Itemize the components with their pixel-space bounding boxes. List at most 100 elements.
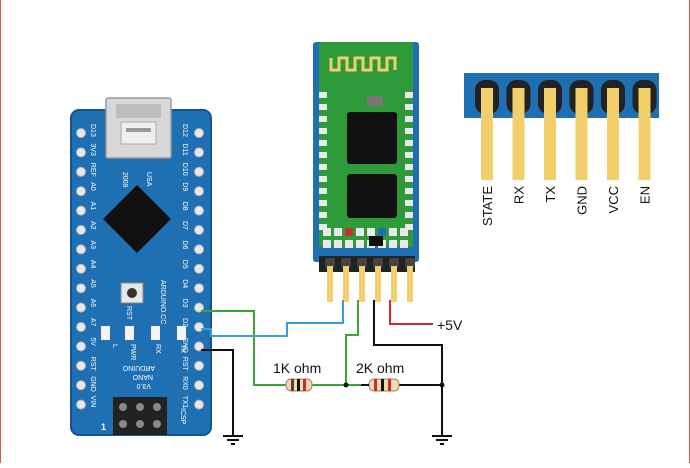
smd-component xyxy=(367,228,375,236)
side-pad xyxy=(319,188,327,194)
arduino-pin-label: 5V xyxy=(89,337,96,346)
arduino-pin-label: D3 xyxy=(181,299,188,308)
arduino-pin-hole xyxy=(194,341,204,352)
side-pad xyxy=(319,212,327,218)
arduino-pin-hole xyxy=(194,360,204,371)
header-pin xyxy=(375,266,381,302)
arduino-pin-hole xyxy=(194,166,204,177)
arduino-pin-label: 3V3 xyxy=(89,143,96,156)
header-pin-base xyxy=(389,258,399,268)
supply-voltage-label: +5V xyxy=(437,317,463,333)
side-pad xyxy=(405,212,413,218)
flash-chip xyxy=(347,174,397,218)
pinout-pins xyxy=(475,80,657,180)
arduino-pin-label: D9 xyxy=(181,182,188,191)
arduino-pin-hole xyxy=(194,147,204,158)
pinout-pin-label: GND xyxy=(575,186,590,215)
board-name-line-2: NANO xyxy=(132,373,153,380)
arduino-pin-hole xyxy=(194,128,204,138)
wire-blue-d2-to-tx xyxy=(201,300,344,337)
arduino-pin-label: D4 xyxy=(181,279,188,288)
side-pad xyxy=(405,200,413,206)
arduino-pin-label: D6 xyxy=(181,240,188,249)
pinout-pin xyxy=(575,88,588,180)
pinout-pin xyxy=(512,88,525,180)
arduino-pin-hole xyxy=(76,283,86,294)
header-pin-base xyxy=(373,258,383,268)
arduino-pin-label: GND xyxy=(89,376,96,392)
arduino-pin-label: RX0 xyxy=(181,376,188,390)
wire-black-hc05-gnd xyxy=(373,300,443,436)
arduino-pin-label: D8 xyxy=(181,202,188,211)
arduino-pin-hole xyxy=(194,186,204,197)
arduino-pin-label: VIN xyxy=(89,396,96,408)
arduino-pin-hole xyxy=(76,166,86,177)
junction-dot xyxy=(439,382,445,388)
rst-label: RST xyxy=(125,306,132,321)
arduino-pin-hole xyxy=(194,283,204,294)
arduino-pin-hole xyxy=(194,322,204,332)
arduino-pin-hole xyxy=(194,205,204,216)
side-pad xyxy=(319,116,327,122)
pinout-pin-label: EN xyxy=(638,186,653,204)
arduino-left-pin-holes xyxy=(76,128,86,410)
led-label-pwr: PWR xyxy=(129,344,136,360)
arduino-pin-label: D2 xyxy=(181,318,188,327)
usa-label: USA xyxy=(145,172,152,187)
header-pin-base xyxy=(357,258,367,268)
arduino-pin-hole xyxy=(76,302,86,313)
header-pin xyxy=(407,266,413,302)
hc05-smd-components xyxy=(323,228,408,248)
smd-component xyxy=(323,228,331,236)
smd-component xyxy=(400,228,408,236)
led-label-l: L xyxy=(111,344,118,348)
smd-component xyxy=(356,240,364,248)
board-name-line-3: V3.0 xyxy=(136,382,151,389)
pinout-pin-label: STATE xyxy=(480,186,495,226)
status-leds xyxy=(101,326,186,340)
arduino-pin-hole xyxy=(76,399,86,410)
arduino-pin-hole xyxy=(76,263,86,274)
arduino-pin-label: A0 xyxy=(89,182,96,191)
header-pin-base xyxy=(341,258,351,268)
arduino-pin-hole xyxy=(76,205,86,216)
board-name-line-1: ARDUINO xyxy=(122,364,155,371)
side-pad xyxy=(319,140,327,146)
side-pad xyxy=(405,152,413,158)
smd-component xyxy=(400,240,408,248)
pinout-pin xyxy=(481,88,493,180)
pinout-pin-label: VCC xyxy=(606,186,621,213)
arduino-pin-hole xyxy=(194,399,204,410)
side-pad xyxy=(319,200,327,206)
arduino-pin-label: D11 xyxy=(181,143,188,155)
hc05-side-pads xyxy=(319,92,413,230)
arduino-pin-label: GND xyxy=(181,337,188,353)
header-pin-base xyxy=(325,258,335,268)
wiring xyxy=(201,300,445,436)
wire-black-arduino-gnd xyxy=(201,349,234,436)
junction-dot xyxy=(343,382,349,388)
side-pad xyxy=(405,116,413,122)
arduino-pin-label: D13 xyxy=(89,124,96,137)
resistor-2k xyxy=(368,378,400,392)
smd-component xyxy=(345,240,353,248)
side-pad xyxy=(405,140,413,146)
pinout-pin-label: TX xyxy=(543,186,558,203)
side-pad xyxy=(319,104,327,110)
wire-green-d3-to-rx xyxy=(201,310,286,386)
arduino-pin-hole xyxy=(194,302,204,313)
side-pad xyxy=(405,164,413,170)
antenna-trace xyxy=(329,56,397,72)
icsp-label: ICSP xyxy=(179,408,186,425)
arduino-pin-label: A5 xyxy=(89,279,96,288)
side-pad xyxy=(405,188,413,194)
ground-symbol-left xyxy=(223,435,243,445)
arduino-pin-hole xyxy=(76,360,86,371)
arduino-pin-label: D7 xyxy=(181,221,188,230)
header-pin xyxy=(359,266,365,302)
arduino-pin-hole xyxy=(76,186,86,197)
